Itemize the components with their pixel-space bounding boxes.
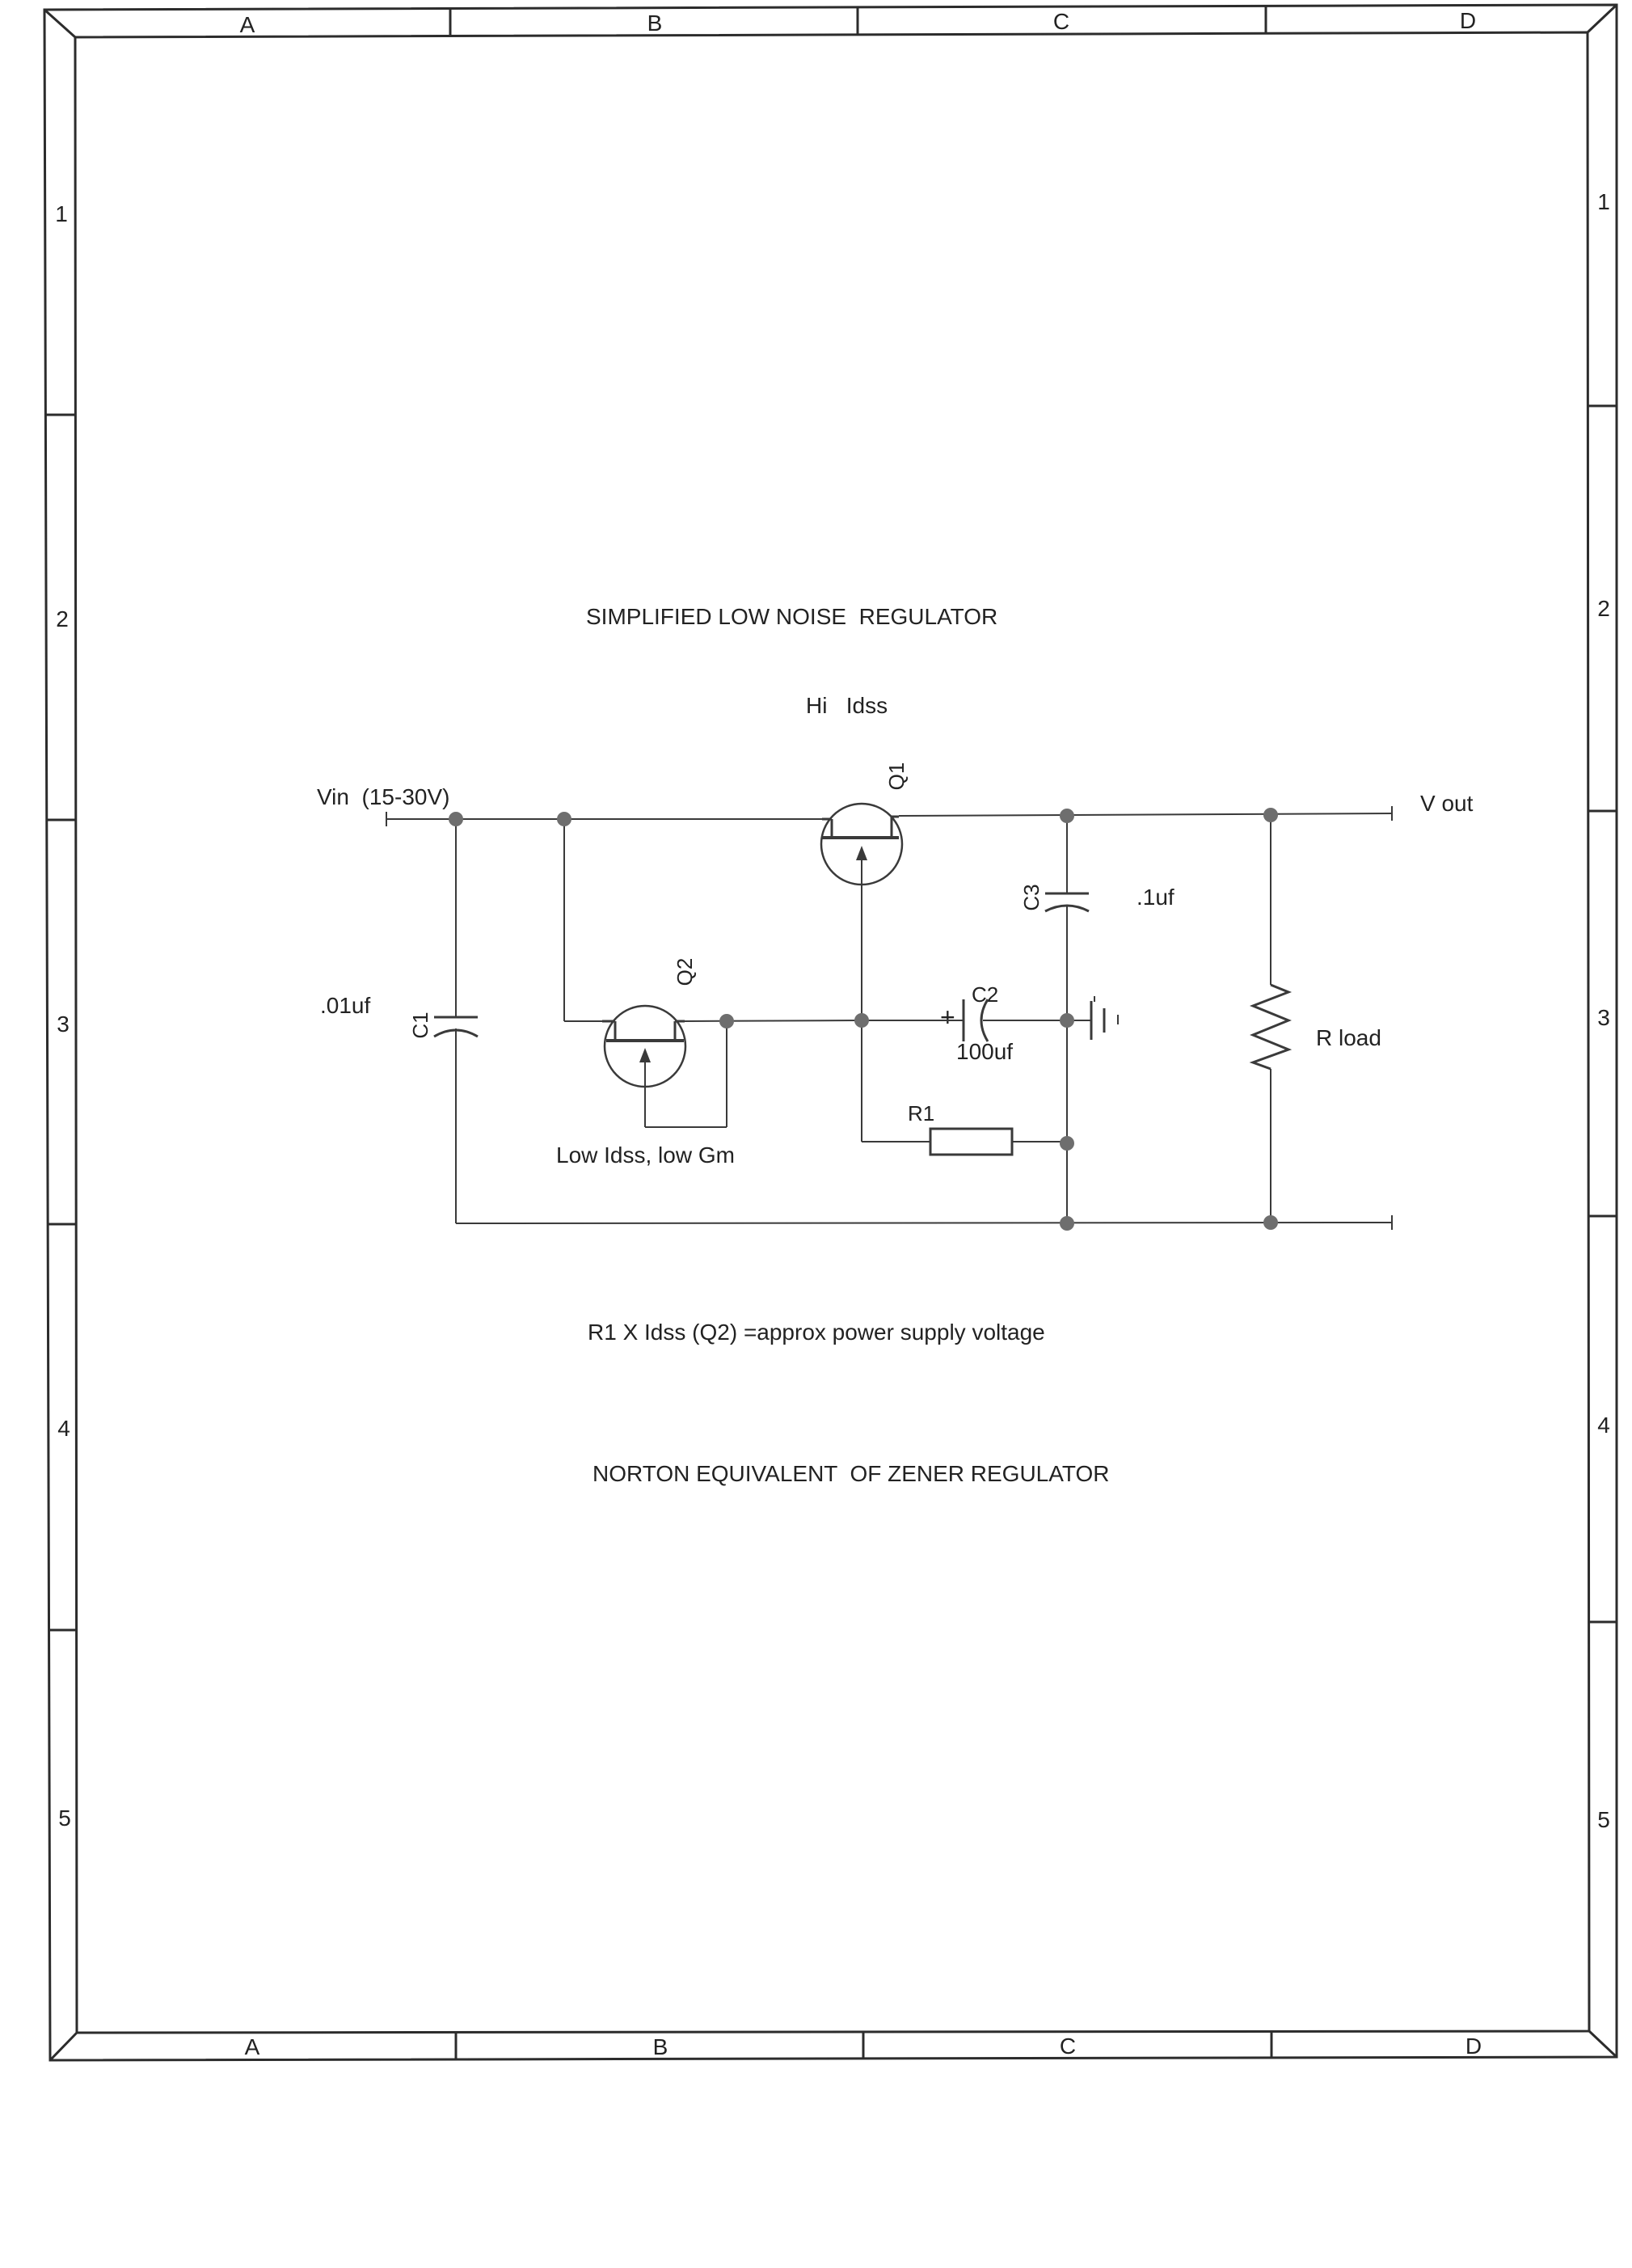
rload-resistor-symbol <box>1249 983 1293 1071</box>
q1-ref: Q1 <box>884 762 909 791</box>
footer-note: NORTON EQUIVALENT OF ZENER REGULATOR <box>592 1461 1109 1486</box>
q2-gate-arrow <box>639 1048 651 1062</box>
c2-capacitor-symbol <box>962 999 989 1042</box>
c2-curved-plate <box>980 999 989 1042</box>
q1-gate-arrow <box>856 846 867 860</box>
junction-dot <box>854 1013 869 1028</box>
column-label-bottom: C <box>1060 2034 1076 2059</box>
row-label-right: 5 <box>1597 1807 1610 1832</box>
row-label-right: 1 <box>1597 189 1610 214</box>
r1-resistor-symbol <box>929 1127 1014 1156</box>
q1-jfet-symbol <box>820 802 904 886</box>
rload-label: R load <box>1316 1025 1381 1050</box>
junction-dot <box>1060 1013 1074 1028</box>
q1-body <box>820 802 904 886</box>
row-label-right: 2 <box>1597 596 1610 621</box>
c1-curved-plate <box>433 1028 479 1038</box>
junctions <box>449 808 1278 1231</box>
row-label-left: 5 <box>58 1806 71 1831</box>
column-label-bottom: B <box>653 2034 668 2059</box>
wire-top-rail-right <box>898 813 1393 817</box>
junction-dot <box>1263 1215 1278 1230</box>
column-label-bottom: A <box>245 2034 260 2059</box>
column-label-top: C <box>1053 9 1069 34</box>
row-label-left: 2 <box>56 606 69 631</box>
schematic-title: SIMPLIFIED LOW NOISE REGULATOR <box>586 604 997 629</box>
junction-dot <box>719 1014 734 1028</box>
junction-dot <box>557 812 571 826</box>
row-label-left: 1 <box>55 201 68 226</box>
corner-bevel <box>43 8 77 39</box>
vin-label: Vin (15-30V) <box>317 784 449 809</box>
row-label-right: 4 <box>1597 1413 1610 1438</box>
corner-bevel <box>1588 2029 1618 2059</box>
r1-ref: R1 <box>908 1101 934 1126</box>
junction-dot <box>449 812 463 826</box>
column-label-top: D <box>1460 8 1476 33</box>
c3-ref: C3 <box>1019 884 1044 910</box>
q2-ref: Q2 <box>673 958 697 986</box>
c2-polarity-mark: + <box>940 1003 955 1032</box>
reference-battery-symbol <box>1090 996 1119 1040</box>
junction-dot <box>1060 1216 1074 1231</box>
row-label-left: 4 <box>57 1416 70 1441</box>
corner-bevel <box>1586 3 1618 34</box>
c1-value: .01uf <box>320 993 370 1018</box>
wire-q2-source <box>684 1020 858 1022</box>
c3-value: .1uf <box>1136 885 1174 910</box>
q2-jfet-symbol <box>602 1004 687 1127</box>
corner-bevel <box>48 2031 78 2062</box>
sheet-frame: A B C D A B C D 1 2 3 4 5 1 2 3 4 5 <box>43 3 1618 2062</box>
column-label-top: A <box>240 12 255 37</box>
q1-note: Hi Idss <box>806 693 888 718</box>
junction-dot <box>1060 1136 1074 1151</box>
row-label-left: 3 <box>57 1012 70 1037</box>
row-label-right: 3 <box>1597 1005 1610 1030</box>
c1-capacitor-symbol <box>433 1016 479 1038</box>
c3-capacitor-symbol <box>1044 892 1090 913</box>
column-label-top: B <box>647 11 663 36</box>
q2-note: Low Idss, low Gm <box>556 1142 735 1168</box>
formula-note: R1 X Idss (Q2) =approx power supply volt… <box>588 1320 1045 1345</box>
column-label-bottom: D <box>1465 2034 1482 2059</box>
junction-dot <box>1060 809 1074 823</box>
c2-value: 100uf <box>956 1039 1013 1064</box>
c3-curved-plate <box>1044 904 1090 913</box>
junction-dot <box>1263 808 1278 822</box>
vout-label: V out <box>1420 791 1474 816</box>
c1-ref: C1 <box>408 1012 432 1038</box>
wires <box>386 806 1393 1230</box>
